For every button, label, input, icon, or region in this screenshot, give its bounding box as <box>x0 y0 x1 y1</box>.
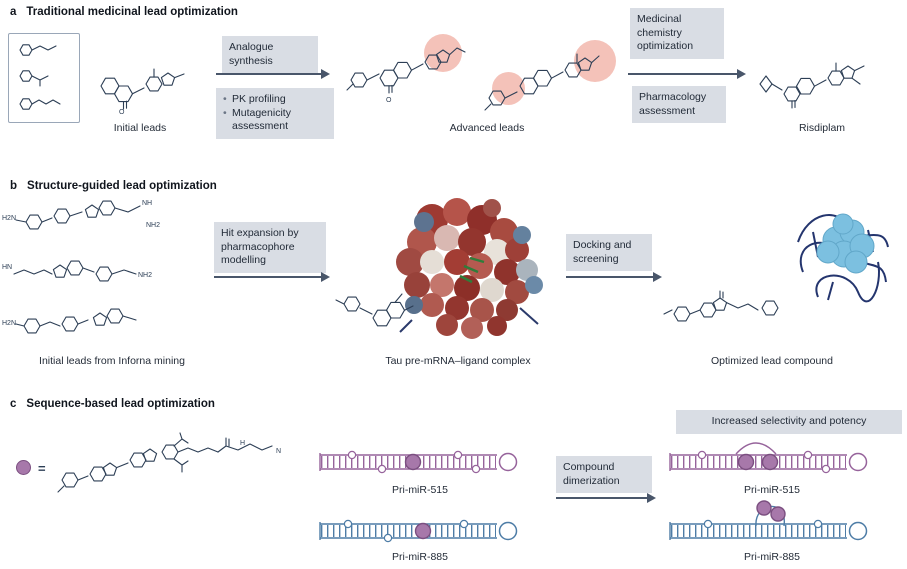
optimized-complex-rendering <box>797 213 889 303</box>
medchem-optimization-box: Medicinal chemistry optimization <box>630 8 724 59</box>
pk-profiling-box: PK profiling Mutagenicity assessment <box>216 88 334 139</box>
panel-b-label: b <box>10 180 18 192</box>
compound-dimerization-box: Compound dimerization <box>556 456 652 494</box>
panel-a-label: a <box>10 6 17 18</box>
initial-lead-structure <box>100 68 185 110</box>
atom-label-h2n-2: H2N <box>2 320 17 327</box>
atom-label-o-advanced: O <box>386 97 392 104</box>
initial-lead-fragment-structure-2 <box>19 70 49 87</box>
panel-c-label: c <box>10 398 17 410</box>
initial-lead-fragment-structure-1 <box>19 44 57 56</box>
pri-mir-515-dimer-diagram <box>669 442 868 474</box>
inforna-lead-structure-2 <box>13 260 137 282</box>
increased-selectivity-header: Increased selectivity and potency <box>676 410 902 434</box>
arrow-a2 <box>628 68 746 79</box>
atom-label-nh2-1: NH2 <box>146 222 161 229</box>
pri-mir-515-caption: Pri-miR-515 <box>391 484 448 496</box>
pri-mir-885-result-caption: Pri-miR-885 <box>743 551 800 563</box>
bullet-mutagenicity: Mutagenicity assessment <box>223 107 327 134</box>
docking-screening-box: Docking and screening <box>566 234 652 272</box>
panel-b-title: b Structure-guided lead optimization <box>10 180 217 192</box>
atom-label-nh: NH <box>142 200 153 207</box>
compound-legend-structure <box>57 432 273 493</box>
compound-legend-dot <box>16 460 31 475</box>
optimized-lead-caption: Optimized lead compound <box>711 355 833 367</box>
arrow-a1 <box>216 68 330 79</box>
inforna-lead-structure-1 <box>15 200 141 230</box>
highlight-circle-2 <box>492 72 525 105</box>
pri-mir-515-diagram <box>319 450 518 474</box>
atom-label-nh2-2: NH2 <box>138 272 153 279</box>
pri-mir-885-caption: Pri-miR-885 <box>391 551 448 563</box>
initial-leads-caption: Initial leads <box>113 122 167 134</box>
tau-complex-caption: Tau pre-mRNA–ligand complex <box>385 355 531 367</box>
atom-label-hn: HN <box>2 264 13 271</box>
bullet-pk-profiling: PK profiling <box>223 93 327 107</box>
advanced-leads-structures <box>346 47 600 111</box>
tau-mrna-surface-rendering <box>396 198 543 339</box>
atom-label-o: O <box>119 109 125 116</box>
inforna-leads-caption: Initial leads from Inforna mining <box>39 355 185 367</box>
optimized-lead-2d-structure <box>663 290 779 322</box>
advanced-leads-caption: Advanced leads <box>449 122 525 134</box>
inforna-lead-structure-3 <box>15 308 137 334</box>
analogue-synthesis-box: Analogue synthesis <box>222 36 318 74</box>
pri-mir-885-diagram <box>319 519 518 543</box>
initial-lead-fragment-structure-3 <box>19 98 61 110</box>
hit-expansion-box: Hit expansion by pharmacophore modelling <box>214 222 326 273</box>
atom-label-h2n-1: H2N <box>2 215 17 222</box>
pri-mir-885-dimer-diagram <box>669 500 868 541</box>
panel-c-title-text: Sequence-based lead optimization <box>26 398 215 410</box>
highlight-circle-1 <box>424 34 462 72</box>
panel-b-title-text: Structure-guided lead optimization <box>27 180 217 192</box>
arrow-b2 <box>566 271 662 282</box>
panel-a-title-text: Traditional medicinal lead optimization <box>26 6 238 18</box>
arrow-c <box>556 492 656 503</box>
risdiplam-caption: Risdiplam <box>798 122 846 134</box>
arrow-b1 <box>214 271 330 282</box>
legend-equals-sign: = <box>38 461 46 476</box>
initial-leads-box <box>8 33 80 123</box>
atom-label-n-azide: N <box>276 448 282 455</box>
pri-mir-515-result-caption: Pri-miR-515 <box>743 484 800 496</box>
panel-c-title: c Sequence-based lead optimization <box>10 398 215 410</box>
tau-ligand-2d-structure <box>335 293 414 327</box>
pharmacology-box: Pharmacology assessment <box>632 86 726 124</box>
risdiplam-structure <box>759 62 865 109</box>
panel-a-title: a Traditional medicinal lead optimization <box>10 6 238 18</box>
atom-label-h-amide: H <box>240 440 246 447</box>
